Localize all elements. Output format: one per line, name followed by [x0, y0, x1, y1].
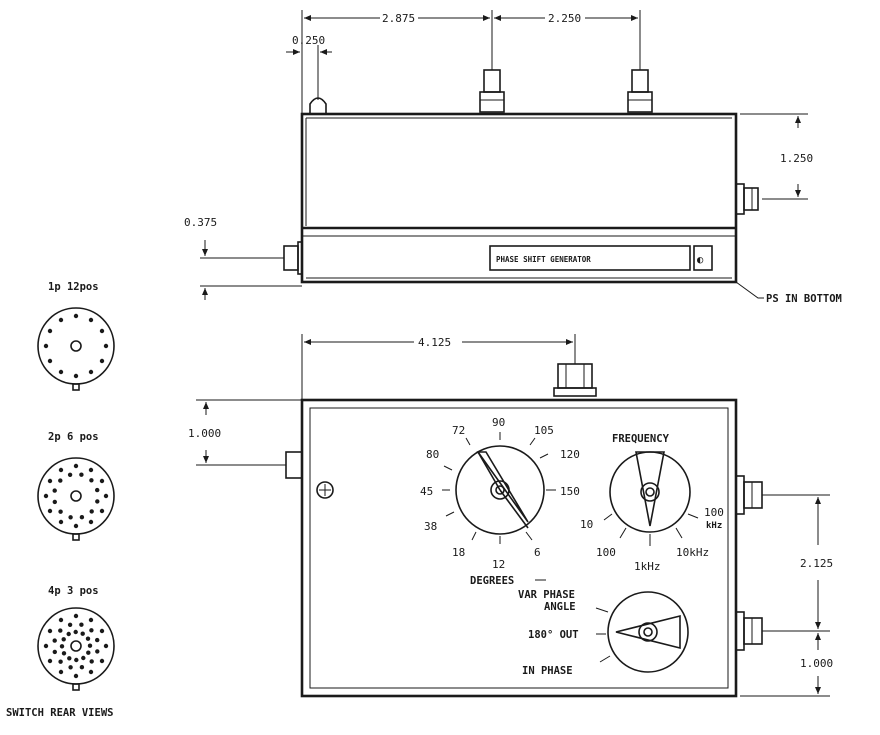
phase-tick-72: 72: [452, 424, 465, 437]
screw-icon: [316, 481, 334, 499]
freq-tick-100: 100: [596, 546, 616, 559]
angle-label: ANGLE: [544, 601, 576, 613]
front-top-connector: [553, 363, 597, 397]
dim-1000-right: 1.000: [800, 657, 833, 670]
phase-tick-12: 12: [492, 558, 505, 571]
phase-tick-105: 105: [534, 424, 554, 437]
top-connector-2: [627, 69, 653, 113]
switch-2-label: 2p 6 pos: [48, 431, 99, 443]
phase-tick-38: 38: [424, 520, 437, 533]
var-phase-label: VAR PHASE: [518, 589, 575, 601]
phase-tick-18: 18: [452, 546, 465, 559]
nameplate: [489, 245, 691, 271]
top-knob: [309, 97, 327, 114]
phase-tick-80: 80: [426, 448, 439, 461]
side-view: 2.875 2.250 0.250 PHASE SHIFT G: [184, 10, 842, 305]
phase-tick-90: 90: [492, 416, 505, 429]
phase-tick-150: 150: [560, 485, 580, 498]
dim-1000-left: 1.000: [188, 427, 221, 440]
frequency-title: FREQUENCY: [612, 433, 670, 445]
freq-tick-khz: kHz: [706, 521, 722, 531]
in-phase-label: IN PHASE: [522, 665, 573, 677]
front-box: [300, 398, 738, 698]
dim-0250: 0.250: [292, 34, 325, 47]
ps-callout: PS IN BOTTOM: [766, 293, 842, 305]
front-right-connector-top: [735, 475, 763, 515]
dim-0375: 0.375: [184, 216, 217, 229]
phase-tick-6: 6: [534, 546, 541, 559]
degrees-caption: DEGREES: [470, 575, 514, 587]
dim-1250: 1.250: [780, 152, 813, 165]
switch-3-label: 4p 3 pos: [48, 585, 99, 597]
phase-dial[interactable]: 72 90 105 120 80 150 45 38 18 12 6 DEGRE…: [420, 416, 580, 587]
switch-1-diagram: [37, 307, 115, 391]
logo-mark: ◐: [697, 254, 704, 266]
switch-1-label: 1p 12pos: [48, 281, 99, 293]
freq-tick-10khz: 10kHz: [676, 546, 709, 559]
phase-tick-45: 45: [420, 485, 433, 498]
dim-2875: 2.875: [382, 12, 415, 25]
front-right-connector-bottom: [735, 611, 763, 651]
phase-tick-120: 120: [560, 448, 580, 461]
front-view: 4.125 1.000: [188, 334, 833, 698]
nameplate-text: PHASE SHIFT GENERATOR: [496, 255, 591, 264]
out180-label: 180° OUT: [528, 629, 579, 641]
side-connector-left: [283, 241, 303, 275]
mode-switch[interactable]: VAR PHASE ANGLE 180° OUT IN PHASE: [518, 589, 689, 677]
dim-2125: 2.125: [800, 557, 833, 570]
switch-rear-views: 1p 12pos 2p 6 pos 4p 3 pos SWITCH REAR V…: [6, 281, 115, 719]
side-connector-right: [735, 183, 759, 215]
front-left-connector: [285, 451, 303, 479]
frequency-dial[interactable]: FREQUENCY 10 100 1kHz 10kHz 100 kHz: [580, 433, 724, 573]
top-connector-1: [479, 69, 505, 113]
freq-tick-10: 10: [580, 518, 593, 531]
freq-tick-1khz: 1kHz: [634, 560, 661, 573]
dim-2250: 2.250: [548, 12, 581, 25]
switch-rear-caption: SWITCH REAR VIEWS: [6, 707, 113, 719]
freq-tick-100k: 100: [704, 506, 724, 519]
switch-2-diagram: [37, 457, 115, 541]
switch-3-diagram: [37, 607, 115, 691]
dim-4125: 4.125: [418, 336, 451, 349]
